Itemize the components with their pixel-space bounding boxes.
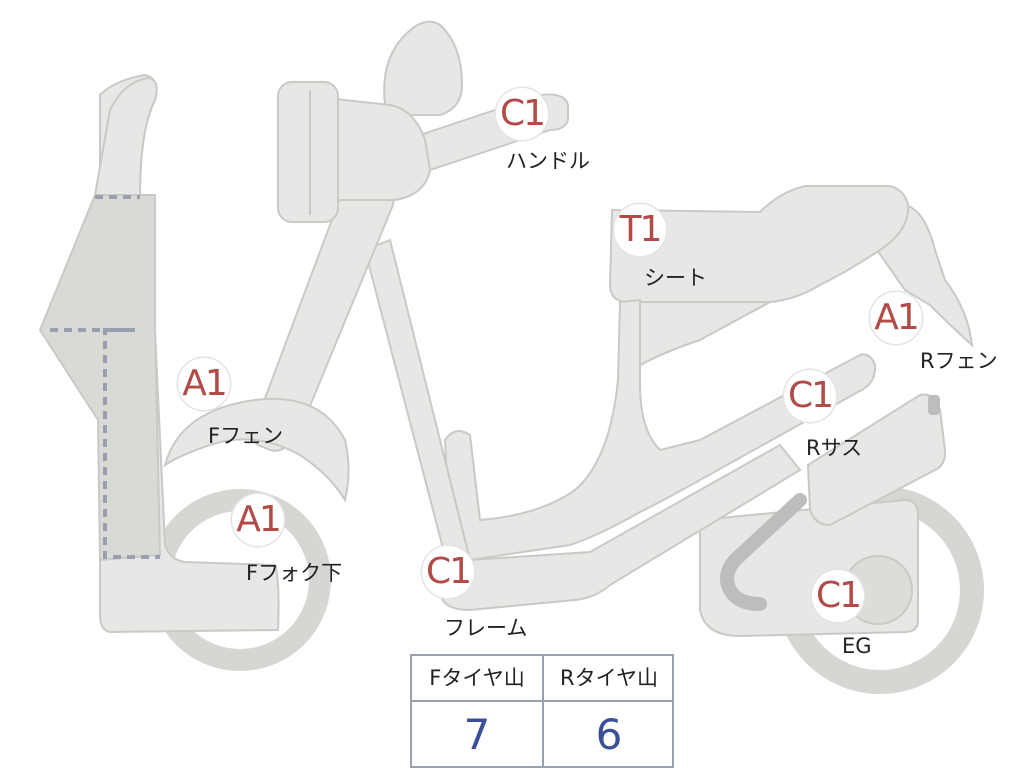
frame-label: フレーム	[444, 616, 528, 640]
r-fender-grade-badge: A1	[870, 292, 922, 344]
lower-frame-rail	[438, 443, 802, 612]
rear-tread-value: 6	[595, 710, 623, 759]
frame-downtube	[363, 238, 472, 577]
front-fender-shape	[163, 397, 350, 503]
seat-label: シート	[644, 266, 707, 290]
f-fender-label: Fフェン	[208, 424, 284, 448]
headlight	[277, 81, 339, 223]
frame-grade-badge: C1	[422, 546, 474, 598]
rear-body-lower	[618, 301, 771, 383]
r-sus-label: Rサス	[806, 436, 863, 460]
front-tread-value: 7	[463, 710, 491, 759]
dotted-guide-mid	[50, 328, 160, 559]
f-fork-grade-badge: A1	[232, 494, 284, 546]
handle-grade-badge: C1	[496, 88, 548, 140]
r-sus-grade-badge: C1	[784, 370, 836, 422]
tire-tread-table: Fタイヤ山 Rタイヤ山 7 6	[410, 654, 674, 768]
front-body-top	[93, 76, 158, 196]
f-fender-grade-badge: A1	[178, 358, 230, 410]
rear-tread-header: Rタイヤ山	[560, 666, 658, 690]
table-divider-vertical	[542, 656, 544, 766]
engine-label: EG	[842, 634, 872, 658]
f-fork-label: Fフォク下	[246, 561, 343, 585]
seat-grade-badge: T1	[614, 204, 666, 256]
handle-label: ハンドル	[506, 149, 590, 173]
rear-shock-stem	[928, 395, 940, 415]
front-body-shade	[38, 194, 162, 562]
exhaust-pipe	[719, 493, 807, 611]
mirror	[383, 20, 464, 116]
front-tread-header: Fタイヤ山	[429, 666, 525, 690]
rear-fender-shape	[868, 203, 974, 348]
r-fender-label: Rフェン	[920, 349, 998, 373]
engine-grade-badge: C1	[812, 570, 864, 622]
main-frame	[443, 298, 877, 562]
